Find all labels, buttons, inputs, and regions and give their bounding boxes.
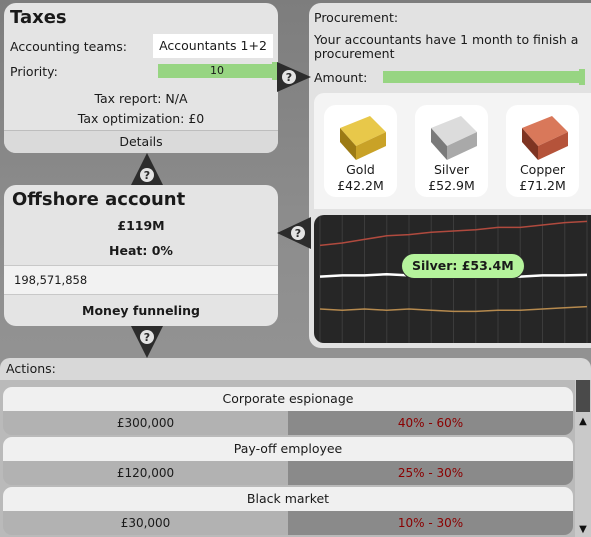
svg-text:?: ?	[286, 71, 292, 84]
metal-price: £42.2M	[337, 178, 384, 193]
action-item-corporate-espionage[interactable]: Corporate espionage £300,000 40% - 60%	[3, 387, 573, 435]
help-icon[interactable]: ?	[131, 153, 163, 185]
metal-price: £52.9M	[428, 178, 475, 193]
metal-price-chart[interactable]: Silver: £53.4M	[314, 215, 591, 343]
action-name: Pay-off employee	[3, 437, 573, 461]
tax-report-text: Tax report: N/A	[94, 91, 188, 106]
accounting-teams-label: Accounting teams:	[10, 39, 127, 54]
offshore-title: Offshore account	[12, 189, 186, 210]
details-button[interactable]: Details	[4, 130, 278, 153]
amount-slider[interactable]	[383, 71, 585, 83]
money-funneling-button[interactable]: Money funneling	[82, 303, 200, 318]
procurement-title: Procurement:	[314, 10, 399, 25]
action-item-pay-off-employee[interactable]: Pay-off employee £120,000 25% - 30%	[3, 437, 573, 485]
actions-header: Actions:	[0, 358, 591, 380]
gold-bar-icon	[340, 116, 386, 160]
procurement-panel: Procurement: Your accountants have 1 mon…	[309, 3, 591, 348]
svg-text:?: ?	[295, 227, 301, 240]
scroll-down-arrow-icon[interactable]: ▼	[579, 524, 587, 535]
metal-card-gold[interactable]: Gold £42.2M	[324, 105, 397, 197]
metal-price: £71.2M	[519, 178, 566, 193]
svg-text:?: ?	[144, 169, 150, 182]
procurement-message: Your accountants have 1 month to finish …	[314, 32, 579, 61]
metal-name: Silver	[433, 162, 470, 177]
offshore-heat: Heat: 0%	[109, 243, 173, 258]
help-icon[interactable]: ?	[131, 326, 163, 358]
offshore-account-panel: Offshore account £119M Heat: 0% 198,571,…	[4, 185, 278, 326]
action-item-black-market[interactable]: Black market £30,000 10% - 30%	[3, 487, 573, 535]
offshore-balance: £119M	[117, 218, 165, 233]
chart-tooltip: Silver: £53.4M	[401, 253, 525, 279]
action-cost: £30,000	[3, 511, 288, 535]
scrollbar-thumb[interactable]	[576, 380, 590, 412]
offshore-amount-input[interactable]: 198,571,858	[4, 265, 278, 295]
scroll-up-arrow-icon[interactable]: ▲	[579, 416, 587, 427]
priority-slider-handle[interactable]	[272, 62, 278, 80]
priority-slider[interactable]: 10	[158, 64, 276, 78]
taxes-panel: Taxes Accounting teams: Accountants 1+2 …	[4, 3, 278, 153]
copper-bar-icon	[522, 116, 568, 160]
action-chance: 10% - 30%	[288, 511, 573, 535]
action-name: Black market	[3, 487, 573, 511]
silver-bar-icon	[431, 116, 477, 160]
metals-selector: Gold £42.2M Silver £52.9M Copper £71.2M	[314, 93, 591, 209]
svg-text:?: ?	[144, 331, 150, 344]
metal-card-silver[interactable]: Silver £52.9M	[415, 105, 488, 197]
chart-series-line	[319, 305, 588, 313]
metal-name: Gold	[346, 162, 375, 177]
chart-series-line	[319, 220, 588, 247]
taxes-title: Taxes	[10, 7, 67, 28]
amount-label: Amount:	[314, 70, 368, 85]
tax-optimization-text: Tax optimization: £0	[77, 111, 205, 126]
help-icon[interactable]: ?	[277, 62, 311, 92]
accounting-teams-select[interactable]: Accountants 1+2	[153, 34, 273, 58]
amount-slider-handle[interactable]	[579, 69, 585, 85]
metal-name: Copper	[519, 162, 566, 177]
action-chance: 25% - 30%	[288, 461, 573, 485]
metal-card-copper[interactable]: Copper £71.2M	[506, 105, 579, 197]
actions-scrollbar[interactable]: ▲ ▼	[575, 380, 591, 537]
action-chance: 40% - 60%	[288, 411, 573, 435]
actions-list: Corporate espionage £300,000 40% - 60% P…	[0, 380, 591, 537]
price-chart-svg	[319, 215, 588, 343]
priority-label: Priority:	[10, 64, 58, 79]
help-icon[interactable]: ?	[277, 217, 311, 249]
action-cost: £120,000	[3, 461, 288, 485]
action-cost: £300,000	[3, 411, 288, 435]
action-name: Corporate espionage	[3, 387, 573, 411]
